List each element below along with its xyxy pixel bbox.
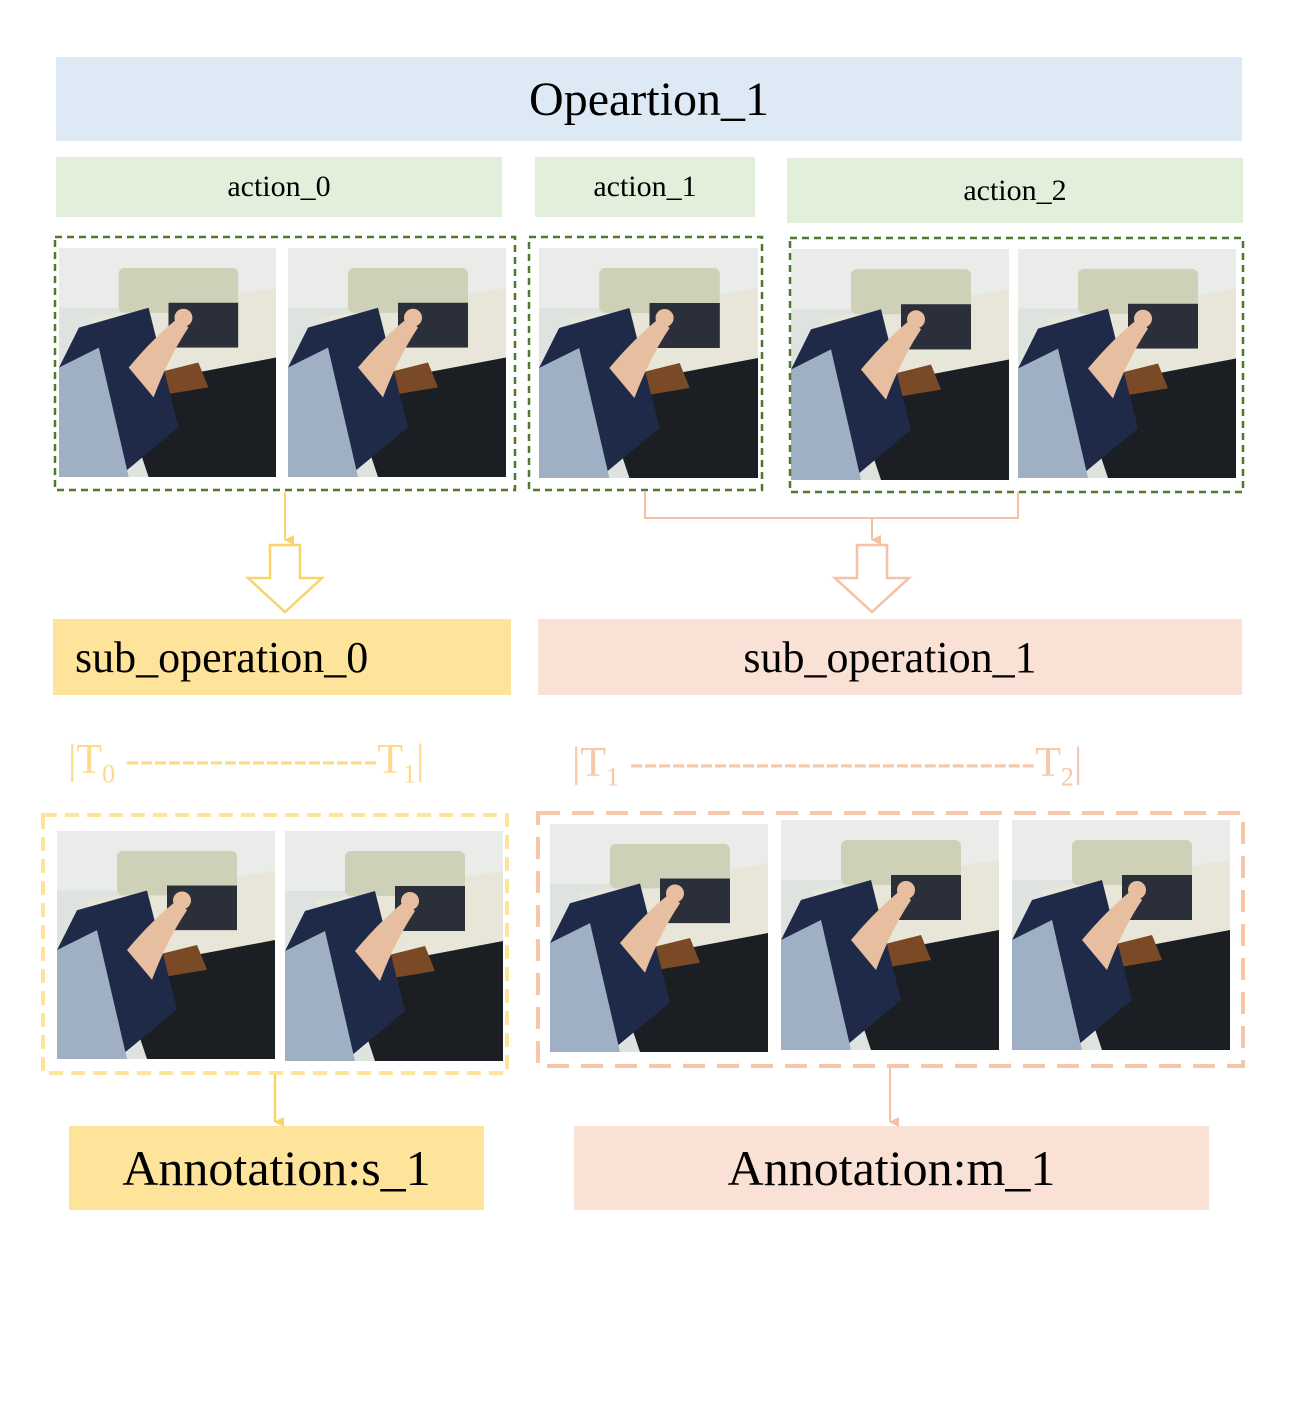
timeline-0: |T0 ------------------T1| bbox=[68, 737, 425, 789]
action-1-label: action_1 bbox=[535, 157, 755, 217]
frame-image bbox=[1018, 249, 1236, 478]
hollow-arrow bbox=[244, 543, 326, 614]
sub-operation-1-frames-border bbox=[536, 811, 1245, 1068]
action-2-label: action_2 bbox=[787, 158, 1243, 223]
timeline-start: T bbox=[76, 737, 103, 783]
timeline-end: T bbox=[1035, 740, 1061, 786]
sub-operation-0: sub_operation_0 bbox=[53, 619, 511, 695]
sub-operation-1: sub_operation_1 bbox=[538, 619, 1242, 695]
frame-image bbox=[288, 248, 506, 477]
hollow-arrow bbox=[831, 543, 913, 614]
timeline-end: T bbox=[377, 737, 403, 783]
timeline-start-sub: 0 bbox=[102, 759, 116, 789]
action-0-group-border bbox=[53, 235, 517, 492]
frame-image bbox=[791, 249, 1009, 480]
timeline-dashes: ----------------------------- bbox=[619, 740, 1036, 786]
annotation-m1: Annotation:m_1 bbox=[574, 1126, 1209, 1210]
timeline-end-sub: 1 bbox=[403, 759, 416, 789]
connector-bracket bbox=[644, 492, 1019, 519]
timeline-dashes: ------------------ bbox=[115, 737, 378, 783]
frame-image bbox=[59, 248, 276, 477]
action-1-group-border bbox=[527, 235, 764, 492]
timeline-1: |T1 -----------------------------T2| bbox=[572, 740, 1083, 792]
timeline-end-sub: 2 bbox=[1060, 762, 1074, 792]
frame-image bbox=[1012, 820, 1230, 1050]
annotation-s1: Annotation:s_1 bbox=[69, 1126, 484, 1210]
frame-image bbox=[285, 831, 503, 1061]
sub-operation-0-frames-border bbox=[41, 813, 509, 1075]
frame-image bbox=[781, 820, 999, 1050]
frame-image bbox=[550, 824, 768, 1052]
action-2-group-border bbox=[788, 236, 1245, 494]
timeline-start-sub: 1 bbox=[606, 762, 620, 792]
frame-image bbox=[57, 831, 275, 1059]
timeline-start: T bbox=[580, 740, 607, 786]
frame-image bbox=[539, 248, 758, 478]
operation-title: Opeartion_1 bbox=[56, 57, 1242, 141]
action-0-label: action_0 bbox=[56, 157, 502, 217]
